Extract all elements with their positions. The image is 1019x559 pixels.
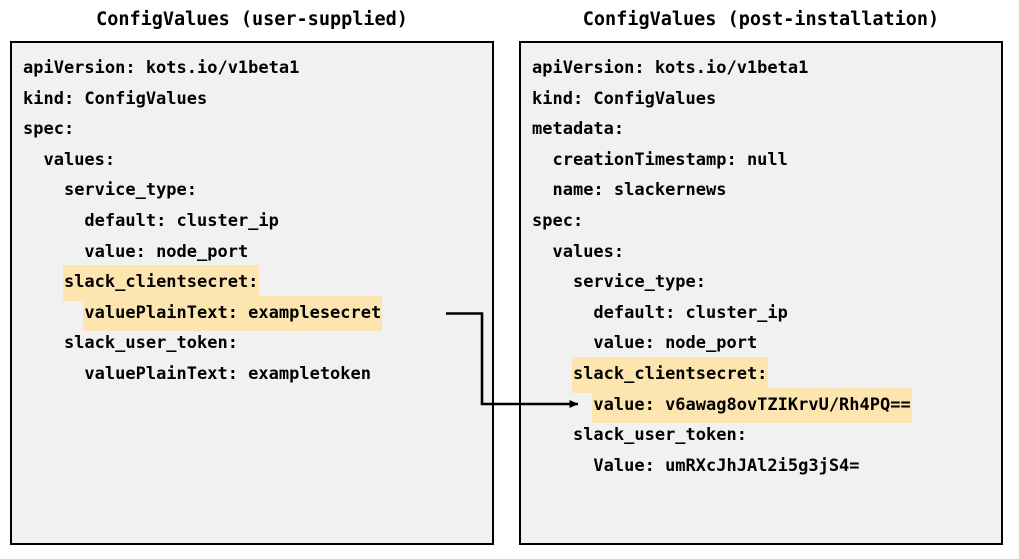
post-installation-code-line: value: node_port	[521, 326, 1001, 357]
panel-title-user-supplied: ConfigValues (user-supplied)	[96, 9, 408, 30]
user-supplied-code-line: values:	[12, 143, 492, 174]
code-indent	[22, 150, 42, 170]
code-text: service_type:	[63, 180, 198, 201]
post-installation-code-line: creationTimestamp: null	[521, 143, 1001, 174]
user-supplied-code-line: kind: ConfigValues	[12, 82, 492, 113]
post-installation-code-line: slack_clientsecret:	[521, 356, 1001, 393]
code-text: spec:	[532, 210, 584, 231]
user-supplied-code-line: spec:	[12, 112, 492, 143]
code-indent	[22, 272, 63, 292]
code-indent	[22, 242, 83, 262]
post-installation-code-line: metadata:	[521, 112, 1001, 143]
code-text: slack_clientsecret:	[571, 356, 769, 393]
post-installation-code-line: default: cluster_ip	[521, 296, 1001, 327]
code-indent	[22, 180, 63, 200]
post-installation-code-line: slack_user_token:	[521, 418, 1001, 449]
user-supplied-code-line: valuePlainText: exampletoken	[12, 357, 492, 388]
code-text: apiVersion: kots.io/v1beta1	[23, 58, 300, 78]
post-installation-code-line: name: slackernews	[521, 173, 1001, 204]
code-indent	[531, 272, 572, 292]
code-indent	[22, 211, 83, 231]
code-text: name: slackernews	[552, 180, 727, 201]
code-text: value: v6awag8ovTZIKrvU/Rh4PQ==	[592, 387, 912, 424]
code-indent	[531, 395, 592, 415]
code-text: slack_user_token:	[63, 333, 238, 354]
post-installation-code-line: kind: ConfigValues	[521, 82, 1001, 113]
code-indent	[531, 425, 572, 445]
post-installation-code-line: service_type:	[521, 265, 1001, 296]
user-supplied-code-line: default: cluster_ip	[12, 204, 492, 235]
post-installation-code-line: apiVersion: kots.io/v1beta1	[521, 51, 1001, 82]
code-text: default: cluster_ip	[84, 210, 279, 231]
code-text: slack_user_token:	[572, 425, 747, 446]
code-text: kind: ConfigValues	[23, 88, 208, 109]
code-indent	[531, 333, 592, 353]
user-supplied-code-line: slack_user_token:	[12, 326, 492, 357]
code-text: default: cluster_ip	[593, 302, 788, 323]
code-text: spec:	[23, 119, 75, 140]
code-text: Value: umRXcJhJAl2i5g3jS4=	[593, 455, 860, 476]
code-text: value: node_port	[593, 333, 758, 354]
code-indent	[22, 333, 63, 353]
code-indent	[531, 456, 592, 476]
code-indent	[531, 303, 592, 323]
code-text: values:	[43, 149, 116, 170]
user-supplied-code-line: value: node_port	[12, 235, 492, 266]
code-block-user-supplied: apiVersion: kots.io/v1beta1 kind: ConfigV…	[12, 51, 492, 388]
code-text: kind: ConfigValues	[532, 88, 717, 109]
code-text: metadata:	[532, 119, 625, 140]
post-installation-code-line: value: v6awag8ovTZIKrvU/Rh4PQ==	[521, 387, 1001, 424]
code-text: value: node_port	[84, 241, 249, 262]
code-text: valuePlainText: exampletoken	[84, 363, 371, 384]
code-indent	[22, 364, 83, 384]
panel-title-post-installation: ConfigValues (post-installation)	[582, 9, 940, 30]
code-indent	[531, 364, 572, 384]
configvalues-user-supplied-panel: apiVersion: kots.io/v1beta1 kind: ConfigV…	[10, 41, 494, 545]
user-supplied-code-line: service_type:	[12, 173, 492, 204]
code-text: creationTimestamp: null	[552, 149, 788, 170]
code-text: slack_clientsecret:	[62, 265, 260, 301]
post-installation-code-line: Value: umRXcJhJAl2i5g3jS4=	[521, 449, 1001, 480]
user-supplied-code-line: apiVersion: kots.io/v1beta1	[12, 51, 492, 82]
code-indent	[531, 242, 551, 262]
code-indent	[22, 303, 83, 323]
post-installation-code-line: spec:	[521, 204, 1001, 235]
code-text: apiVersion: kots.io/v1beta1	[532, 58, 809, 78]
post-installation-code-line: values:	[521, 235, 1001, 266]
code-indent	[531, 150, 551, 170]
code-block-post-installation: apiVersion: kots.io/v1beta1 kind: ConfigV…	[521, 51, 1001, 479]
code-text: service_type:	[572, 272, 707, 293]
code-text: values:	[552, 241, 625, 262]
code-text: valuePlainText: examplesecret	[83, 295, 383, 332]
code-indent	[531, 180, 551, 200]
user-supplied-code-line: valuePlainText: examplesecret	[12, 295, 492, 332]
user-supplied-code-line: slack_clientsecret:	[12, 265, 492, 301]
configvalues-post-installation-panel: apiVersion: kots.io/v1beta1 kind: ConfigV…	[519, 41, 1003, 545]
